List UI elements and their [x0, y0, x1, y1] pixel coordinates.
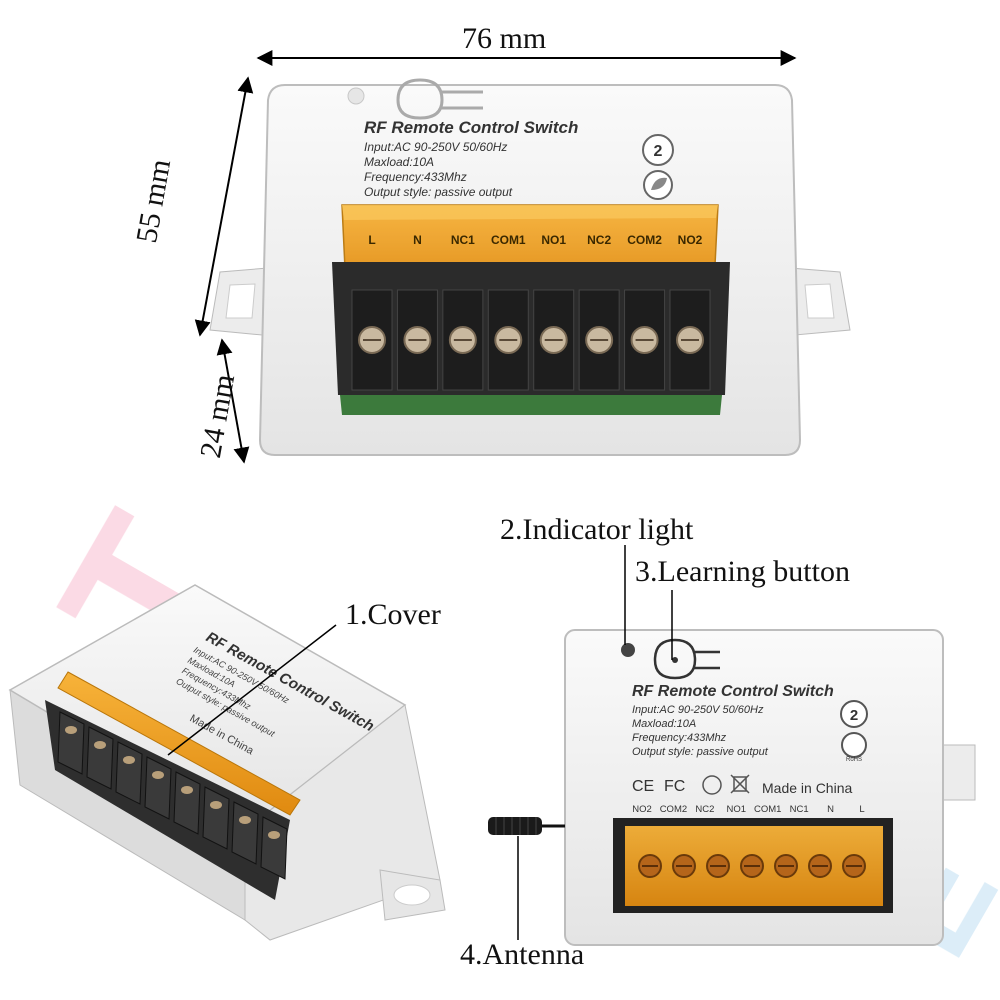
top-terminal-label: COM2	[627, 233, 662, 247]
angled-terminal-fin	[57, 711, 85, 775]
angled-terminal-fin	[202, 786, 230, 850]
top-terminal-label: NC1	[451, 233, 475, 247]
angled-screw-icon	[268, 831, 280, 839]
front-spec-line-1: Input:AC 90-250V 50/60Hz	[632, 704, 764, 716]
angled-screw-icon	[239, 816, 251, 824]
indicator-callout-label: 2.Indicator light	[500, 513, 694, 546]
antenna-callout-label: 4.Antenna	[460, 938, 585, 971]
front-terminal-label: NO1	[727, 804, 747, 815]
angled-terminal-fin	[173, 771, 201, 835]
channel-badge-icon	[642, 134, 674, 166]
front-spec-line-3: Frequency:433Mhz	[632, 732, 727, 744]
cover-callout-line	[167, 624, 337, 756]
front-terminal-screws	[638, 854, 866, 878]
top-terminal-label: COM1	[491, 233, 526, 247]
top-device: RF Remote Control Switch Input:AC 90-250…	[209, 78, 851, 456]
front-channel-badge: 2	[850, 707, 858, 724]
front-terminal-label: N	[827, 804, 834, 815]
recycle-icon	[702, 775, 722, 795]
top-terminal-label: NO2	[678, 233, 703, 247]
front-device: RF Remote Control Switch Input:AC 90-250…	[488, 629, 976, 946]
top-spec-line-3: Frequency:433Mhz	[364, 170, 467, 184]
learning-button-icon[interactable]	[653, 638, 720, 680]
channel-badge-number: 2	[654, 143, 663, 160]
front-terminal-label: L	[859, 804, 864, 815]
front-spec-line-4: Output style: passive output	[632, 746, 769, 758]
top-terminal-label: L	[368, 233, 375, 247]
angled-terminal-fin	[231, 801, 259, 865]
height-dimension-arrow	[216, 338, 250, 464]
front-terminal-label: NC1	[790, 804, 809, 815]
top-terminal-label: N	[413, 233, 422, 247]
front-terminal-label: COM2	[660, 804, 687, 815]
angled-device: RF Remote Control Switch Input:AC 90-250…	[8, 584, 446, 941]
angled-terminal-fin	[86, 726, 114, 790]
front-spec-line-2: Maxload:10A	[632, 718, 696, 730]
cover-callout-label: 1.Cover	[345, 598, 441, 631]
top-spec-line-4: Output style: passive output	[364, 185, 513, 199]
angled-screw-icon	[94, 741, 106, 749]
depth-dimension-arrow	[194, 76, 254, 337]
width-dimension-label: 76 mm	[462, 22, 547, 55]
front-rohs-badge: RoHS	[846, 757, 862, 763]
angled-terminal-fins	[57, 711, 288, 880]
angled-screw-icon	[65, 726, 77, 734]
front-terminal-label: NO2	[632, 804, 652, 815]
angled-screw-icon	[181, 786, 193, 794]
weee-bin-icon	[730, 774, 750, 794]
angled-terminal-fin	[260, 816, 288, 880]
top-terminal-label: NO1	[541, 233, 566, 247]
indicator-light-icon	[621, 643, 635, 657]
angled-screw-icon	[210, 801, 222, 809]
top-terminal-label: NC2	[587, 233, 611, 247]
front-device-title: RF Remote Control Switch	[632, 683, 834, 700]
ce-mark: CE	[632, 778, 654, 795]
top-terminal-labels: L N NC1 COM1 NO1 NC2 COM2 NO2	[368, 233, 702, 247]
top-spec-line-2: Maxload:10A	[364, 155, 434, 169]
front-terminal-label: COM1	[754, 804, 781, 815]
top-terminal-screws	[351, 289, 711, 391]
front-terminal-label: NC2	[695, 804, 714, 815]
fc-mark: FC	[664, 778, 685, 795]
bottom-terminal-labels: NO2 COM2 NC2 NO1 COM1 NC1 N L	[632, 804, 864, 815]
front-made-in: Made in China	[762, 780, 852, 796]
top-spec-line-1: Input:AC 90-250V 50/60Hz	[364, 140, 507, 154]
angled-terminal-fin	[115, 741, 143, 805]
angled-screw-icon	[123, 756, 135, 764]
learning-callout-label: 3.Learning button	[635, 555, 850, 588]
angled-terminal-fin	[144, 756, 172, 820]
top-device-title: RF Remote Control Switch	[364, 118, 578, 137]
angled-screw-icon	[152, 771, 164, 779]
